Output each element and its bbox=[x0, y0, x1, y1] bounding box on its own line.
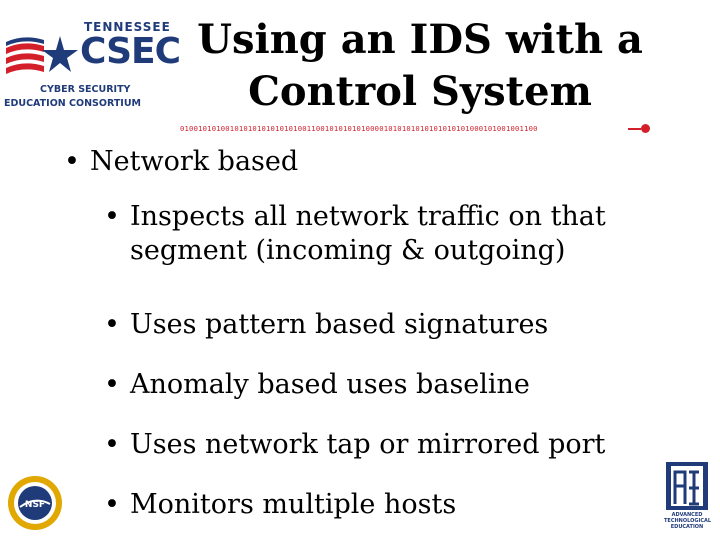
bullet-main-text: Network based bbox=[90, 146, 299, 177]
sub-bullet-text: Uses network tap or mirrored port bbox=[130, 429, 606, 460]
ate-label: ADVANCED TECHNOLOGICAL EDUCATION bbox=[664, 512, 712, 530]
sub-bullet-text: Monitors multiple hosts bbox=[130, 489, 457, 520]
nsf-seal-text: NSF bbox=[25, 500, 45, 510]
bullet-marker: • bbox=[104, 309, 120, 340]
sub-bullet-text: Uses pattern based signatures bbox=[130, 309, 549, 340]
ate-label-line-1: ADVANCED bbox=[671, 512, 703, 518]
slide-title: Using an IDS with a Control System bbox=[170, 14, 670, 118]
sub-bullet-item: • Uses pattern based signatures bbox=[104, 308, 650, 342]
sub-bullet-item: • Inspects all network traffic on that se… bbox=[104, 200, 650, 268]
nsf-seal-icon: NSF bbox=[8, 476, 62, 530]
ate-mark-icon bbox=[666, 462, 708, 510]
bullet-marker: • bbox=[104, 429, 120, 460]
logo-state-text: TENNESSEE bbox=[84, 20, 171, 34]
logo-line2-text: EDUCATION CONSORTIUM bbox=[4, 98, 142, 109]
logo-line1-text: CYBER SECURITY bbox=[40, 84, 131, 95]
title-line-1: Using an IDS with a bbox=[197, 16, 643, 63]
csec-logo: TENNESSEE CSEC CYBER SECURITY EDUCATION … bbox=[4, 18, 181, 110]
divider-line bbox=[628, 128, 641, 130]
divider-dot bbox=[641, 124, 650, 133]
title-line-2: Control System bbox=[248, 68, 592, 115]
bullet-main: • Network based bbox=[64, 144, 298, 180]
sub-bullet-item: • Uses network tap or mirrored port bbox=[104, 428, 650, 462]
bullet-marker: • bbox=[104, 489, 120, 520]
binary-divider-text: 0100101010010101010101010100110010101010… bbox=[180, 124, 538, 133]
nsf-seal-logo: NSF bbox=[6, 474, 64, 532]
bullet-marker: • bbox=[104, 369, 120, 400]
flag-star-icon bbox=[6, 36, 78, 74]
ate-label-line-3: EDUCATION bbox=[670, 524, 704, 530]
sub-bullet-item: • Anomaly based uses baseline bbox=[104, 368, 650, 402]
sub-bullet-text: Anomaly based uses baseline bbox=[130, 369, 530, 400]
sub-bullet-item: • Monitors multiple hosts bbox=[104, 488, 650, 522]
logo-name-text: CSEC bbox=[80, 31, 181, 72]
bullet-marker: • bbox=[64, 146, 80, 177]
ate-logo: ADVANCED TECHNOLOGICAL EDUCATION bbox=[664, 460, 712, 536]
sub-bullet-text: Inspects all network traffic on that seg… bbox=[130, 201, 606, 266]
bullet-marker: • bbox=[104, 201, 120, 232]
ate-label-line-2: TECHNOLOGICAL bbox=[664, 518, 712, 524]
